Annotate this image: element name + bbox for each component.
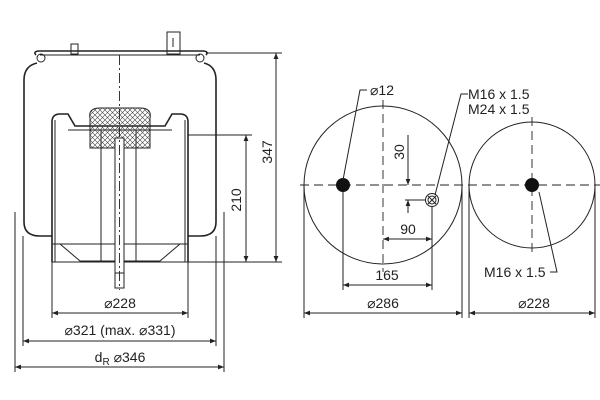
- bottom-thread-label: M16 x 1.5: [484, 264, 546, 280]
- air-hole: [336, 178, 350, 192]
- center-stud: [525, 178, 539, 192]
- thread-m24-label: M24 x 1.5: [468, 101, 530, 117]
- dimension-dr-346: dR ⌀346: [14, 212, 225, 372]
- dimension-210: 210: [188, 134, 252, 262]
- air-spring-body: [23, 31, 217, 290]
- top-plate-view: ⌀12 M16 x 1.5 M24 x 1.5 30 90 165 ⌀286: [300, 82, 600, 318]
- dimension-210-label: 210: [228, 188, 244, 212]
- dimension-dia-321: ⌀321 (max. ⌀331): [22, 236, 217, 346]
- dimension-dia-286-label: ⌀286: [367, 295, 399, 311]
- dimension-dia-321-label: ⌀321 (max. ⌀331): [64, 322, 175, 338]
- hole-dia-label: ⌀12: [370, 82, 394, 98]
- dimension-dia-228-bottom-label: ⌀228: [518, 295, 550, 311]
- dimension-30-label: 30: [391, 144, 407, 160]
- dimension-dia-228-bottom: ⌀228: [468, 185, 596, 318]
- dimension-dia-228-label: ⌀228: [104, 295, 136, 311]
- dimension-dia-228: ⌀228: [51, 262, 189, 318]
- dimension-dr-346-label: dR ⌀346: [95, 349, 146, 368]
- dimension-347-label: 347: [259, 140, 275, 164]
- side-view: 347 210 ⌀228 ⌀321 (max. ⌀331) dR ⌀346: [14, 31, 282, 372]
- thread-m16-label: M16 x 1.5: [468, 86, 530, 102]
- dimension-90: 90: [383, 207, 433, 290]
- dimension-dia-286: ⌀286: [303, 185, 463, 318]
- bottom-view: M16 x 1.5 ⌀228: [468, 117, 596, 318]
- dimension-347: 347: [188, 52, 282, 263]
- thread-stud-symbol: [425, 193, 439, 207]
- dimension-165-label: 165: [375, 267, 399, 283]
- dimension-90-label: 90: [400, 221, 416, 237]
- dimension-30: 30: [391, 135, 426, 213]
- dimension-165: 165: [342, 192, 432, 290]
